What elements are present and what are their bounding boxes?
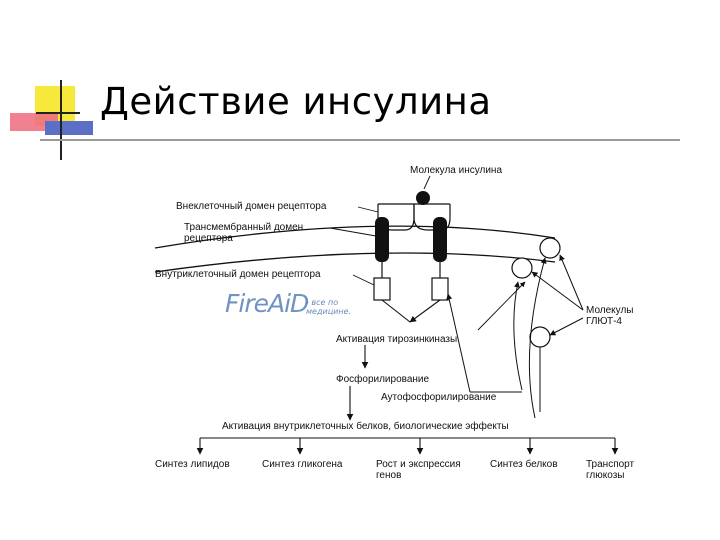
effect-protein-synthesis: Синтез белков bbox=[490, 459, 558, 470]
receptor-intracellular-right bbox=[431, 277, 449, 301]
glut4-vesicle-mid bbox=[511, 257, 533, 279]
membrane-inner-line bbox=[154, 252, 556, 273]
effect-glucose-transport: Транспорт глюкозы bbox=[586, 459, 634, 481]
label-activation: Активация внутриклеточных белков, биолог… bbox=[222, 421, 509, 432]
effect-line1: Рост и экспрессия bbox=[376, 459, 461, 470]
effect-line1: Синтез белков bbox=[490, 459, 558, 470]
effect-line1: Синтез липидов bbox=[155, 459, 230, 470]
glut4-vesicle-top bbox=[539, 237, 561, 259]
label-glut4-line2: ГЛЮТ-4 bbox=[586, 316, 622, 327]
effect-line2: генов bbox=[376, 470, 402, 481]
label-transmembrane-domain-line2: рецептора bbox=[184, 233, 233, 244]
effect-line1: Транспорт bbox=[586, 459, 635, 470]
title-underline bbox=[40, 139, 680, 141]
effect-line1: Синтез гликогена bbox=[262, 459, 343, 470]
insulin-molecule-icon bbox=[416, 191, 430, 205]
slide-title: Действие инсулина bbox=[100, 80, 492, 123]
effect-glycogen-synthesis: Синтез гликогена bbox=[262, 459, 342, 470]
watermark-tagline-line1: - все по bbox=[306, 298, 339, 307]
effect-lipid-synthesis: Синтез липидов bbox=[155, 459, 230, 470]
label-intracellular-domain: Внутриклеточный домен рецептора bbox=[155, 269, 321, 280]
deco-horizontal-line bbox=[36, 112, 80, 114]
receptor-transmembrane-left bbox=[375, 217, 389, 262]
receptor-transmembrane-right bbox=[433, 217, 447, 262]
watermark-tagline: - все по медицине. bbox=[306, 298, 351, 316]
label-tyrosine-kinase: Активация тирозинкиназы bbox=[336, 334, 458, 345]
effect-growth-gene-expression: Рост и экспрессия генов bbox=[376, 459, 461, 481]
watermark-logo: FireAiD bbox=[225, 289, 309, 318]
receptor-intracellular-left bbox=[373, 277, 391, 301]
deco-vertical-line bbox=[60, 80, 62, 160]
label-phosphorylation: Фосфорилирование bbox=[336, 374, 430, 385]
label-autophosphorylation: Аутофосфорилирование bbox=[381, 392, 497, 403]
label-insulin-molecule: Молекула инсулина bbox=[410, 165, 503, 176]
label-transmembrane-domain-line1: Трансмембранный домен bbox=[184, 222, 304, 233]
label-glut4-line1: Молекулы bbox=[586, 305, 634, 316]
effect-line2: глюкозы bbox=[586, 470, 625, 481]
deco-blue-bar bbox=[45, 121, 93, 135]
label-extracellular-domain: Внеклеточный домен рецептора bbox=[176, 201, 327, 212]
glut4-vesicle-bottom bbox=[529, 326, 551, 348]
membrane-outer-line bbox=[154, 225, 556, 249]
watermark-tagline-line2: медицине. bbox=[306, 307, 352, 316]
